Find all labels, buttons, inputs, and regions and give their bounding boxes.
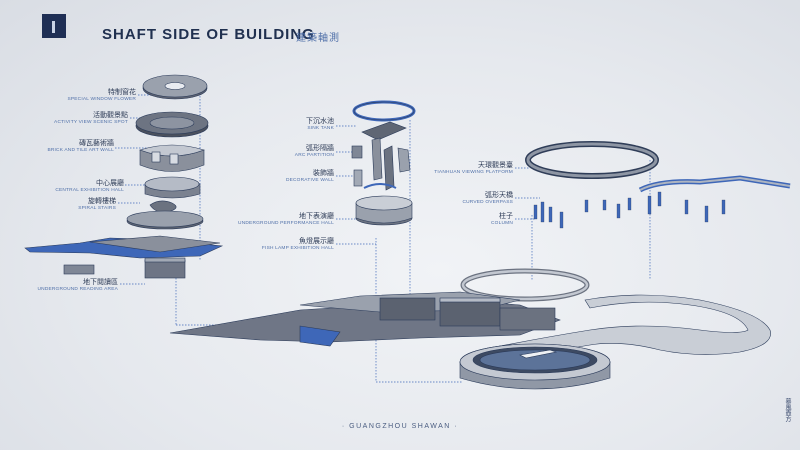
seal-mark: 慕風壺方 xyxy=(784,398,790,422)
page-title-cn: 建築軸測 xyxy=(296,33,340,44)
location-footer: · GUANGZHOU SHAWAN · xyxy=(341,423,459,430)
thumbnail-image xyxy=(42,14,66,38)
page-title: SHAFT SIDE OF BUILDING xyxy=(102,26,315,43)
